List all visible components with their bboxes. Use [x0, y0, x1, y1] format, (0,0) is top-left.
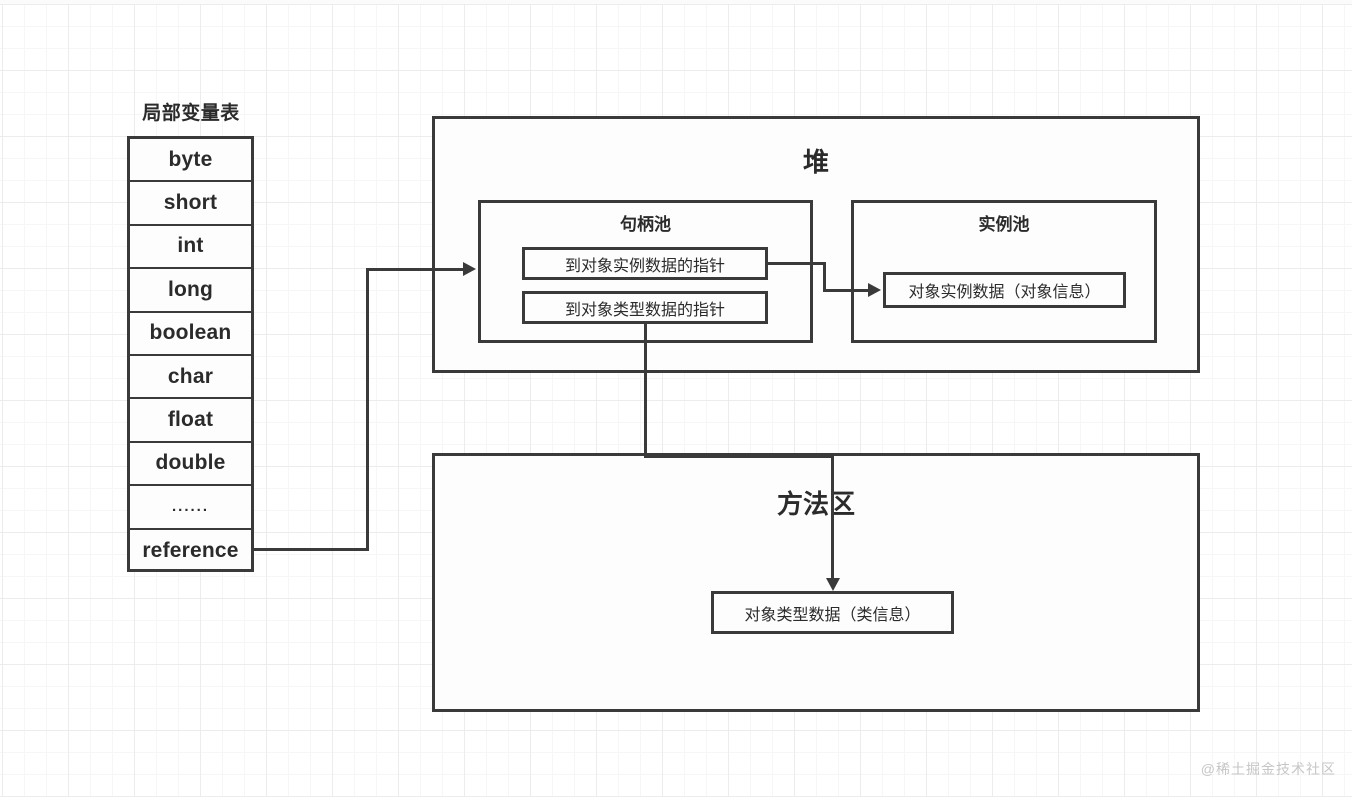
instance-pointer-connector-segment-h2 [823, 289, 871, 292]
watermark: @稀土掘金技术社区 [1200, 761, 1336, 777]
lvt-row-byte: byte [130, 139, 251, 183]
lvt-row-long: long [130, 269, 251, 313]
type-pointer-connector-arrowhead [826, 578, 840, 591]
top-edge-band [0, 0, 1352, 4]
type-pointer-connector-segment-v1 [644, 323, 647, 457]
pointer-to-instance-data-box: 到对象实例数据的指针 [522, 247, 768, 280]
instance-pool-region [851, 200, 1157, 343]
lvt-row-short: short [130, 182, 251, 226]
lvt-row-float: float [130, 399, 251, 443]
lvt-row-char: char [130, 356, 251, 400]
instance-pool-title: 实例池 [978, 215, 1030, 234]
lvt-row-int: int [130, 226, 251, 270]
lvt-row-ellipsis: ...... [130, 486, 251, 530]
lvt-row-boolean: boolean [130, 313, 251, 356]
type-pointer-connector-segment-h [644, 455, 834, 458]
local-variable-table-title: 局部变量表 [142, 103, 240, 124]
method-area-region [432, 453, 1200, 712]
reference-connector-arrowhead [463, 262, 476, 276]
object-instance-data-box: 对象实例数据（对象信息） [883, 272, 1126, 308]
instance-pointer-connector-segment-v [823, 262, 826, 292]
reference-connector-segment-h2 [366, 268, 464, 271]
lvt-row-double: double [130, 443, 251, 487]
heap-title: 堆 [802, 147, 829, 177]
reference-connector-segment-h1 [253, 548, 369, 551]
instance-pointer-connector-arrowhead [868, 283, 881, 297]
object-type-data-box: 对象类型数据（类信息） [711, 591, 954, 634]
handle-pool-title: 句柄池 [620, 215, 671, 234]
pointer-to-type-data-box: 到对象类型数据的指针 [522, 291, 768, 324]
method-area-title: 方法区 [776, 489, 855, 519]
type-pointer-connector-segment-v2 [831, 455, 834, 579]
lvt-row-reference: reference [142, 539, 239, 563]
instance-pointer-connector-segment-h1 [768, 262, 826, 265]
local-variable-table: byte short int long boolean char float d… [127, 136, 254, 572]
reference-connector-segment-v [366, 268, 369, 551]
